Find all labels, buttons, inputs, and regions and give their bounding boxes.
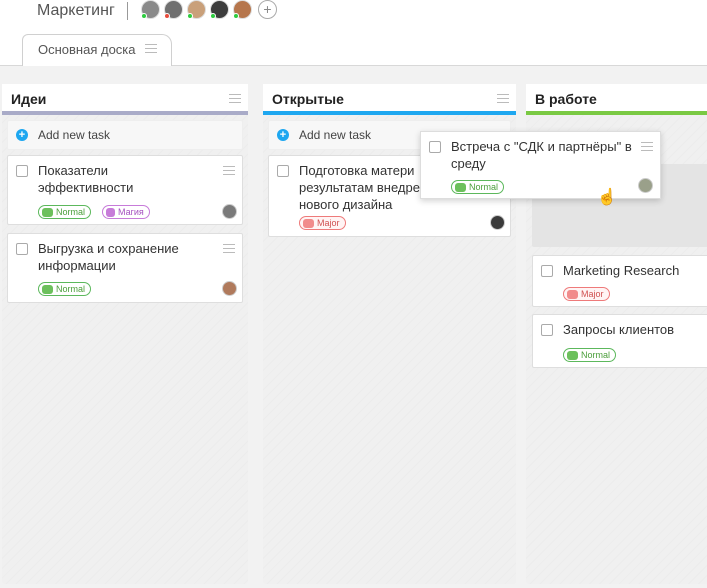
plus-icon: + bbox=[277, 129, 289, 141]
priority-badge: Normal bbox=[563, 348, 617, 362]
priority-icon bbox=[567, 289, 578, 299]
task-card[interactable]: Запросы клиентов Normal bbox=[532, 314, 707, 368]
header-divider bbox=[127, 2, 128, 20]
priority-icon bbox=[42, 284, 53, 294]
task-checkbox[interactable] bbox=[541, 324, 553, 336]
task-title: Подготовка матери результатам внедре нов… bbox=[299, 163, 420, 212]
add-member-button[interactable]: + bbox=[258, 0, 277, 19]
priority-icon bbox=[42, 207, 53, 217]
avatar[interactable] bbox=[187, 0, 206, 19]
grab-cursor-icon: ☝ bbox=[597, 189, 617, 206]
board-tab-bar: Основная доска bbox=[0, 24, 707, 66]
column-title: Открытые bbox=[272, 91, 344, 107]
priority-badge: Normal bbox=[38, 205, 92, 219]
task-title: Marketing Research bbox=[563, 263, 680, 278]
menu-icon[interactable] bbox=[641, 142, 653, 151]
task-title: Встреча с "СДК и партнёры" в среду bbox=[451, 139, 632, 171]
tab-divider bbox=[0, 65, 707, 66]
column-header: В работе bbox=[526, 84, 707, 115]
task-title: Запросы клиентов bbox=[563, 322, 675, 337]
tag-badge[interactable]: Магия bbox=[102, 205, 150, 219]
column-accent-bar bbox=[2, 111, 248, 115]
tab-label: Основная доска bbox=[38, 42, 136, 57]
document-icon bbox=[106, 207, 115, 217]
task-checkbox[interactable] bbox=[541, 265, 553, 277]
task-checkbox[interactable] bbox=[16, 243, 28, 255]
priority-badge: Major bbox=[563, 287, 610, 301]
menu-icon[interactable] bbox=[145, 44, 157, 53]
avatar[interactable] bbox=[164, 0, 183, 19]
assignee-avatar[interactable] bbox=[490, 215, 505, 230]
menu-icon[interactable] bbox=[497, 94, 509, 103]
column-ideas: Идеи + Add new task Показатели эффективн… bbox=[2, 84, 248, 584]
priority-icon bbox=[567, 350, 578, 360]
task-card[interactable]: Marketing Research Major bbox=[532, 255, 707, 307]
status-dot bbox=[210, 13, 216, 19]
priority-badge: Normal bbox=[38, 282, 92, 296]
menu-icon[interactable] bbox=[223, 244, 235, 253]
add-task-label: Add new task bbox=[299, 128, 372, 142]
priority-badge: Major bbox=[299, 216, 346, 230]
status-dot bbox=[164, 13, 170, 19]
column-header: Идеи bbox=[2, 84, 248, 115]
column-title: В работе bbox=[535, 91, 597, 107]
project-header: Маркетинг + bbox=[0, 0, 707, 24]
column-open: Открытые + Add new task Подготовка матер… bbox=[263, 84, 516, 584]
column-header: Открытые bbox=[263, 84, 516, 115]
member-avatars: + bbox=[141, 0, 277, 19]
assignee-avatar[interactable] bbox=[222, 281, 237, 296]
status-dot bbox=[141, 13, 147, 19]
avatar[interactable] bbox=[141, 0, 160, 19]
column-accent-bar bbox=[263, 111, 516, 115]
task-checkbox[interactable] bbox=[429, 141, 441, 153]
column-title: Идеи bbox=[11, 91, 47, 107]
assignee-avatar[interactable] bbox=[638, 178, 653, 193]
task-card[interactable]: Показатели эффективности Normal Магия bbox=[7, 155, 243, 225]
task-checkbox[interactable] bbox=[16, 165, 28, 177]
plus-icon: + bbox=[16, 129, 28, 141]
task-title: Показатели эффективности bbox=[38, 163, 134, 195]
add-task-button[interactable]: + Add new task bbox=[7, 120, 243, 150]
priority-icon bbox=[455, 182, 466, 192]
assignee-avatar[interactable] bbox=[222, 204, 237, 219]
status-dot bbox=[233, 13, 239, 19]
add-task-label: Add new task bbox=[38, 128, 111, 142]
add-task-button[interactable]: + Add new task bbox=[268, 120, 511, 150]
project-title[interactable]: Маркетинг bbox=[37, 2, 115, 19]
task-card[interactable]: Выгрузка и сохранение информации Normal bbox=[7, 233, 243, 303]
column-accent-bar bbox=[526, 111, 707, 115]
task-title: Выгрузка и сохранение информации bbox=[38, 241, 179, 273]
task-checkbox[interactable] bbox=[277, 165, 289, 177]
dragged-task-card[interactable]: Встреча с "СДК и партнёры" в среду Norma… bbox=[420, 131, 661, 199]
tab-main-board[interactable]: Основная доска bbox=[22, 34, 172, 66]
status-dot bbox=[187, 13, 193, 19]
priority-icon bbox=[303, 218, 314, 228]
priority-badge: Normal bbox=[451, 180, 505, 194]
avatar[interactable] bbox=[233, 0, 252, 19]
menu-icon[interactable] bbox=[229, 94, 241, 103]
avatar[interactable] bbox=[210, 0, 229, 19]
menu-icon[interactable] bbox=[223, 166, 235, 175]
